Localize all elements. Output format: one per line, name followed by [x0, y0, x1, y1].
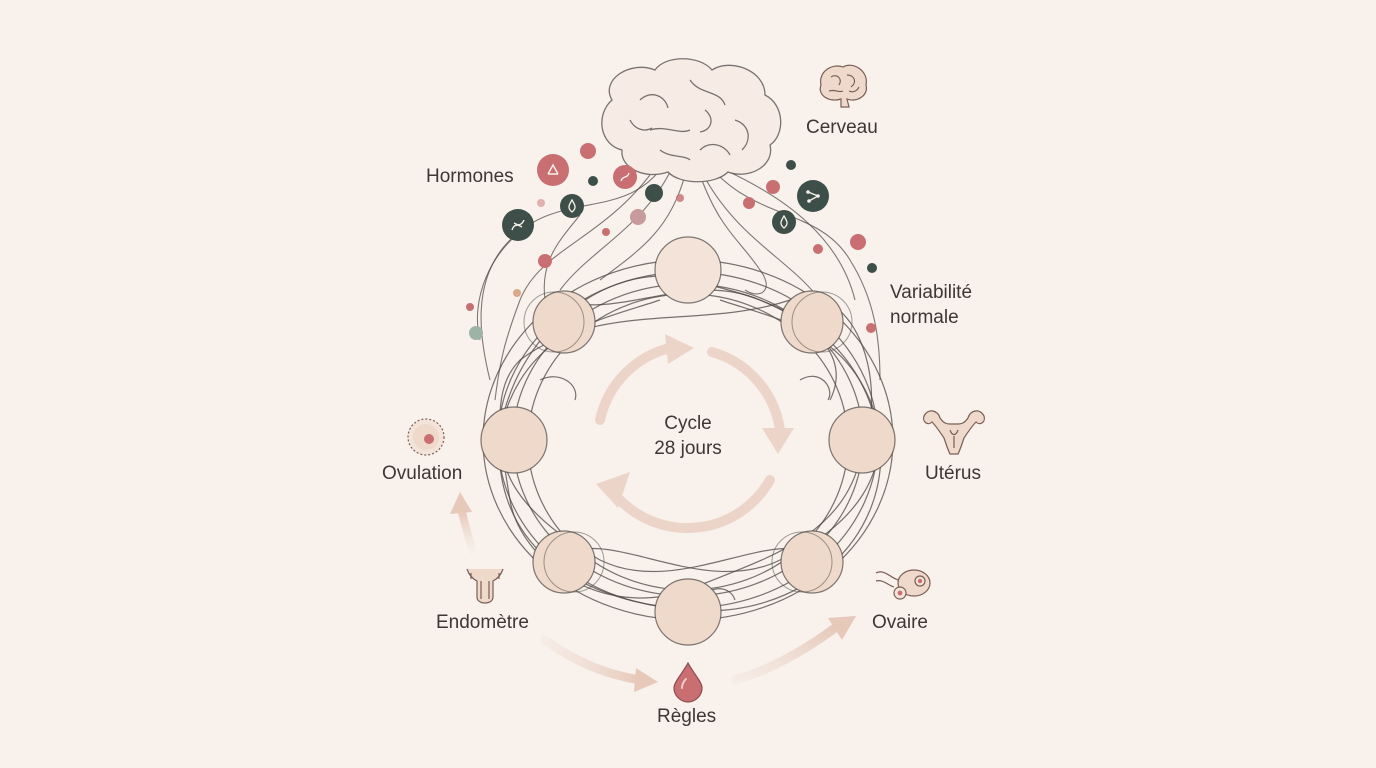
- endometrium-icon: [466, 568, 504, 604]
- center-label: Cycle 28 jours: [588, 411, 788, 461]
- hormone-drop-icon: [772, 210, 796, 234]
- outer-arrows: [450, 492, 856, 692]
- hormone-molecule-icon: [613, 165, 637, 189]
- small-brain-icon: [819, 64, 868, 108]
- inner-arrow-heads: [596, 334, 794, 508]
- phase-circle-left: [480, 406, 548, 474]
- center-label-line2: 28 jours: [654, 438, 722, 459]
- arrow-endometre-to-regles: [540, 635, 645, 685]
- hormone-molecule-icons: [502, 154, 829, 241]
- phase-circle-bottom-right: [780, 530, 844, 594]
- phase-circle-right: [828, 406, 896, 474]
- label-variabilite-line2: normale: [890, 307, 959, 328]
- hormone-molecule-icon: [537, 154, 569, 186]
- inner-arrow-right: [707, 347, 785, 435]
- label-variabilite-line1: Variabilité: [890, 282, 973, 303]
- label-uterus: Utérus: [925, 463, 981, 484]
- hormone-dots: [466, 143, 877, 340]
- inner-arrow-bottom: [615, 475, 775, 534]
- label-hormones: Hormones: [426, 166, 514, 187]
- inner-arrow-top: [595, 343, 675, 425]
- egg-cell-icon: [407, 418, 445, 456]
- phase-circle-bottom-left: [532, 530, 596, 594]
- uterus-icon: [923, 410, 985, 455]
- label-variabilite: Variabilité normale: [890, 280, 972, 330]
- center-label-line1: Cycle: [664, 413, 712, 434]
- hormone-drop-icon: [560, 194, 584, 218]
- label-endometre: Endomètre: [436, 612, 529, 633]
- phase-circle-bottom: [654, 578, 722, 646]
- brain-icon: [601, 58, 782, 183]
- arrow-endometre-to-ovulation: [458, 508, 476, 554]
- phase-circle-top: [654, 236, 722, 304]
- blood-drop-icon: [673, 661, 703, 703]
- label-ovaire: Ovaire: [872, 612, 928, 633]
- arrow-regles-to-ovaire: [730, 623, 840, 685]
- ovary-icon: [875, 569, 931, 600]
- phase-circle-rims: [523, 291, 853, 593]
- label-ovulation: Ovulation: [382, 463, 463, 484]
- inner-cycle-arrows: [595, 343, 785, 534]
- label-cerveau: Cerveau: [806, 117, 878, 138]
- phase-circle-top-right: [780, 290, 844, 354]
- hormone-molecule-icon: [797, 180, 829, 212]
- label-regles: Règles: [657, 706, 717, 727]
- hormone-molecule-icon: [502, 209, 534, 241]
- phase-circle-top-left: [532, 290, 596, 354]
